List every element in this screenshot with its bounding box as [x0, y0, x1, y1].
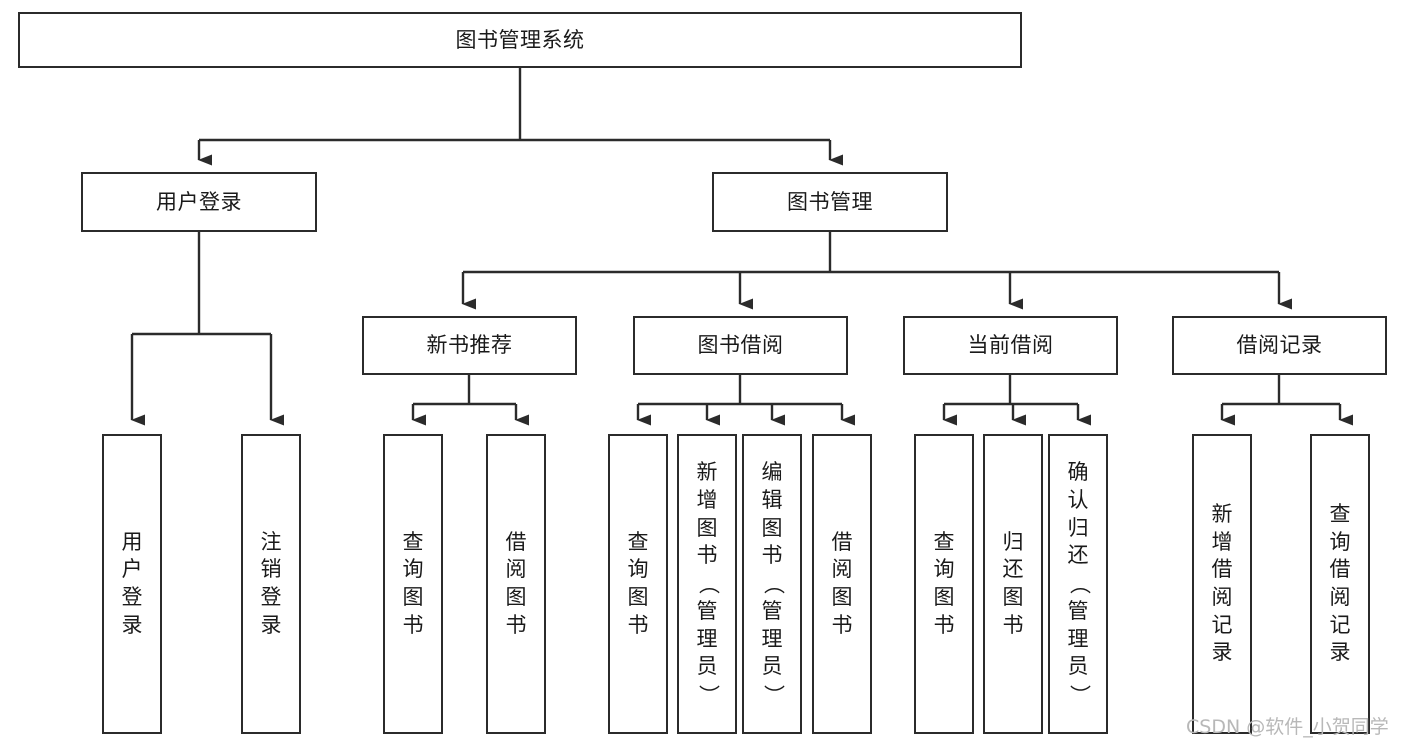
- leaf-logout-login[interactable]: 注销登录: [241, 434, 301, 734]
- leaf-return-book[interactable]: 归还图书: [983, 434, 1043, 734]
- leaf-borrow-book-recommend[interactable]: 借阅图书: [486, 434, 546, 734]
- node-label: 图书管理: [787, 189, 873, 214]
- node-label: 新增借阅记录: [1211, 501, 1233, 665]
- node-label: 注销登录: [260, 529, 282, 637]
- leaf-query-borrow-record[interactable]: 查询借阅记录: [1310, 434, 1370, 734]
- node-label: 借阅图书: [831, 529, 853, 637]
- leaf-edit-book-admin[interactable]: 编辑图书（管理员）: [742, 434, 802, 734]
- leaf-query-book-current[interactable]: 查询图书: [914, 434, 974, 734]
- csdn-watermark: CSDN @软件_小贺同学: [1186, 716, 1389, 738]
- leaf-user-login[interactable]: 用户登录: [102, 434, 162, 734]
- leaf-borrow-book[interactable]: 借阅图书: [812, 434, 872, 734]
- leaf-query-book-recommend[interactable]: 查询图书: [383, 434, 443, 734]
- node-label: 编辑图书（管理员）: [760, 460, 785, 706]
- node-label: 新增图书（管理员）: [695, 460, 720, 706]
- node-root-system[interactable]: 图书管理系统: [18, 12, 1022, 68]
- node-new-book-recommend[interactable]: 新书推荐: [362, 316, 577, 375]
- node-label: 查询图书: [933, 529, 955, 637]
- node-label: 确认归还（管理员）: [1066, 460, 1091, 706]
- leaf-query-book-borrow[interactable]: 查询图书: [608, 434, 668, 734]
- leaf-add-book-admin[interactable]: 新增图书（管理员）: [677, 434, 737, 734]
- node-book-borrow[interactable]: 图书借阅: [633, 316, 848, 375]
- leaf-confirm-return-admin[interactable]: 确认归还（管理员）: [1048, 434, 1108, 734]
- node-label: 图书借阅: [697, 333, 784, 358]
- node-label: 查询图书: [627, 529, 649, 637]
- node-label: 查询图书: [402, 529, 424, 637]
- node-label: 归还图书: [1002, 529, 1024, 637]
- node-label: 新书推荐: [426, 333, 513, 358]
- node-label: 用户登录: [156, 189, 242, 214]
- node-label: 用户登录: [121, 529, 143, 637]
- node-label: 查询借阅记录: [1329, 501, 1351, 665]
- node-borrow-records[interactable]: 借阅记录: [1172, 316, 1387, 375]
- node-label: 当前借阅: [967, 333, 1054, 358]
- node-current-borrow[interactable]: 当前借阅: [903, 316, 1118, 375]
- node-user-login[interactable]: 用户登录: [81, 172, 317, 232]
- leaf-add-borrow-record[interactable]: 新增借阅记录: [1192, 434, 1252, 734]
- node-label: 借阅记录: [1236, 333, 1323, 358]
- node-label: 图书管理系统: [455, 27, 585, 52]
- node-book-management[interactable]: 图书管理: [712, 172, 948, 232]
- node-label: 借阅图书: [505, 529, 527, 637]
